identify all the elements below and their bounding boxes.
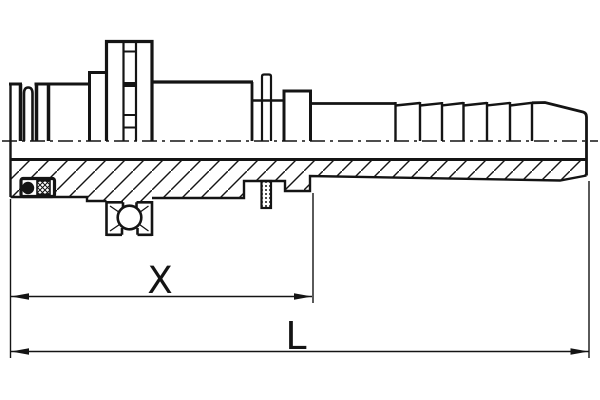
collar-arch-detail <box>22 86 34 141</box>
arrowhead-right-icon <box>570 348 589 355</box>
staple-wire-section <box>116 204 143 231</box>
stem-collar <box>282 89 312 141</box>
retaining-pin-top <box>260 73 273 141</box>
retaining-pin-bottom <box>260 179 273 210</box>
dimension-x-label: X <box>147 259 172 302</box>
section-hatch-band <box>10 159 587 201</box>
barb-serrations <box>394 102 534 141</box>
dimension-l-label: L <box>285 314 306 358</box>
arrowhead-left-icon <box>11 348 29 355</box>
dimension-l: L <box>11 314 589 358</box>
o-ring-seal <box>21 181 35 195</box>
arrowhead-right-icon <box>294 293 312 300</box>
hose-barb-stem <box>311 101 588 176</box>
arrowhead-left-icon <box>11 293 29 300</box>
backup-ring <box>36 180 51 196</box>
socket-shoulder <box>88 71 107 141</box>
stem-tip <box>531 101 588 176</box>
o-ring-groove <box>19 176 57 199</box>
staple-boss-top <box>104 39 154 141</box>
extension-lines <box>9 181 590 358</box>
fitting-outer-profile <box>9 39 312 197</box>
staple-boss-section <box>105 201 154 237</box>
dimension-x: X <box>11 259 312 302</box>
